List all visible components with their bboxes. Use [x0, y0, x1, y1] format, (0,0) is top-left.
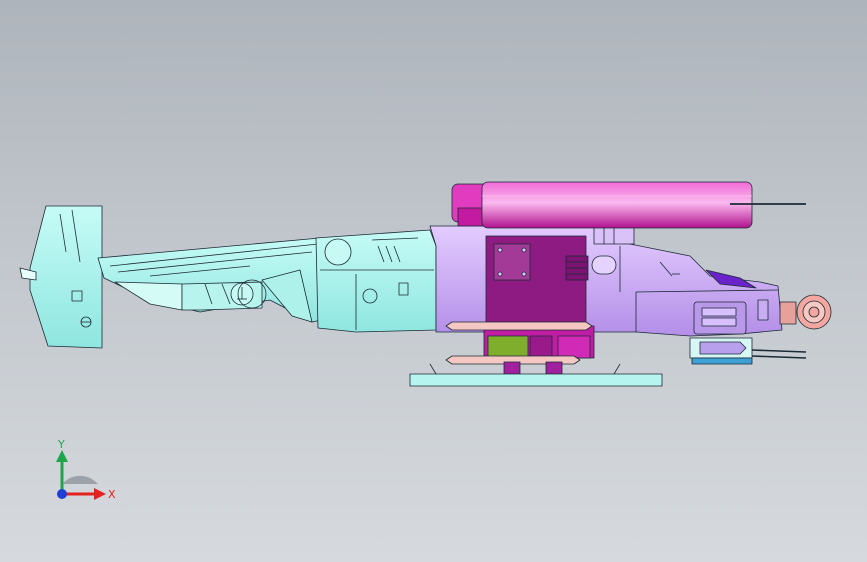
x-axis-arrow — [94, 488, 106, 500]
axis-triad: Y X — [56, 438, 116, 501]
chin-gun — [689, 337, 807, 365]
mid-fuselage — [315, 229, 437, 333]
tail-fin — [19, 205, 103, 349]
nose-sensor — [779, 294, 832, 330]
y-axis-label: Y — [57, 438, 65, 451]
y-axis-arrow — [56, 450, 68, 462]
z-axis-dot — [57, 489, 67, 499]
landing-skid — [409, 363, 663, 387]
triad-plane — [62, 475, 98, 484]
tail-boom — [97, 237, 331, 323]
main-rotor — [481, 181, 806, 229]
intake-housing — [693, 299, 769, 335]
weapon-pylon — [445, 321, 595, 375]
x-axis-label: X — [108, 488, 116, 501]
